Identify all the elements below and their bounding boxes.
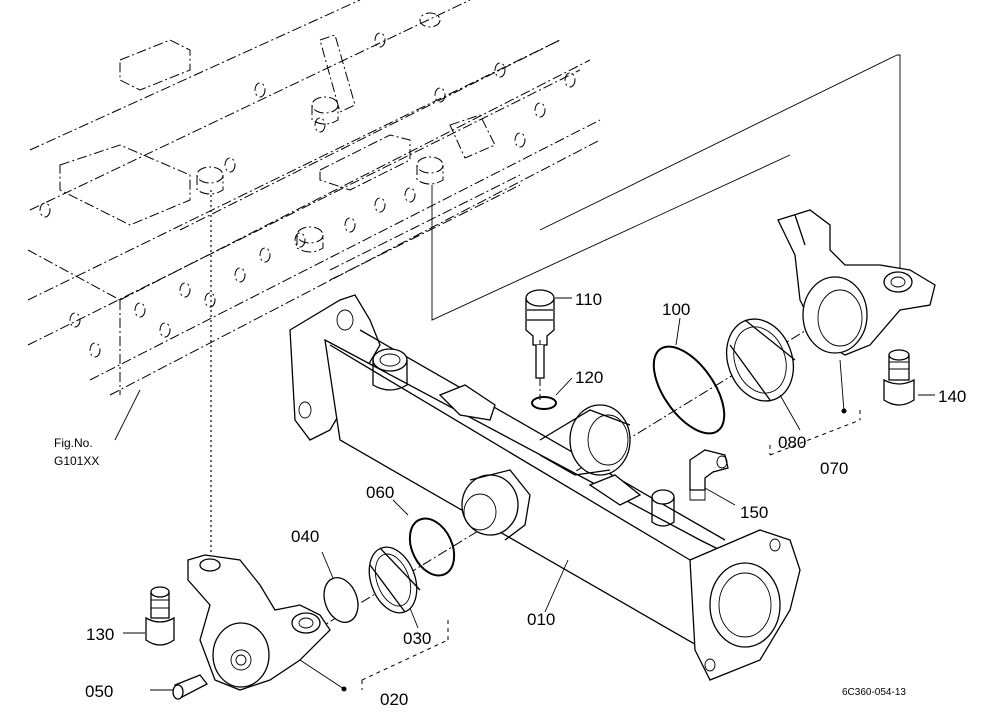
drawing-code: 6C360-054-13 (842, 687, 906, 698)
washer-040 (321, 551, 359, 623)
callout-120: 120 (575, 368, 603, 387)
bushing-080 (726, 318, 801, 431)
fig-no-label: Fig.No. (54, 436, 93, 450)
plug-110 (525, 289, 572, 379)
callout-010: 010 (527, 610, 555, 629)
fig-no-value: G101XX (54, 454, 99, 468)
grease-nipple-050 (150, 674, 208, 700)
o-ring-060 (392, 499, 456, 577)
callout-100: 100 (662, 300, 690, 319)
callout-070: 070 (820, 459, 848, 478)
bushing-030 (368, 546, 421, 629)
callout-140: 140 (938, 387, 966, 406)
callout-150: 150 (740, 503, 768, 522)
o-ring-100 (652, 317, 726, 435)
callout-020: 020 (380, 690, 408, 709)
bracket-020 (187, 554, 347, 692)
axle-tube-010 (289, 294, 801, 681)
callout-130: 130 (86, 625, 114, 644)
callout-060: 060 (366, 483, 394, 502)
elbow-fitting-150 (689, 449, 736, 506)
callout-110: 110 (575, 290, 602, 309)
callout-040: 040 (291, 527, 319, 546)
callout-080: 080 (778, 433, 806, 452)
bolt-130 (123, 586, 175, 646)
bolt-140 (883, 349, 935, 406)
bracket-070 (777, 209, 936, 414)
group-brackets (361, 410, 861, 690)
tractor-frame (27, 0, 601, 396)
callout-030: 030 (403, 629, 431, 648)
callout-050: 050 (85, 682, 113, 701)
o-ring-120 (531, 377, 573, 410)
fig-reference: Fig.No. G101XX (54, 389, 141, 468)
